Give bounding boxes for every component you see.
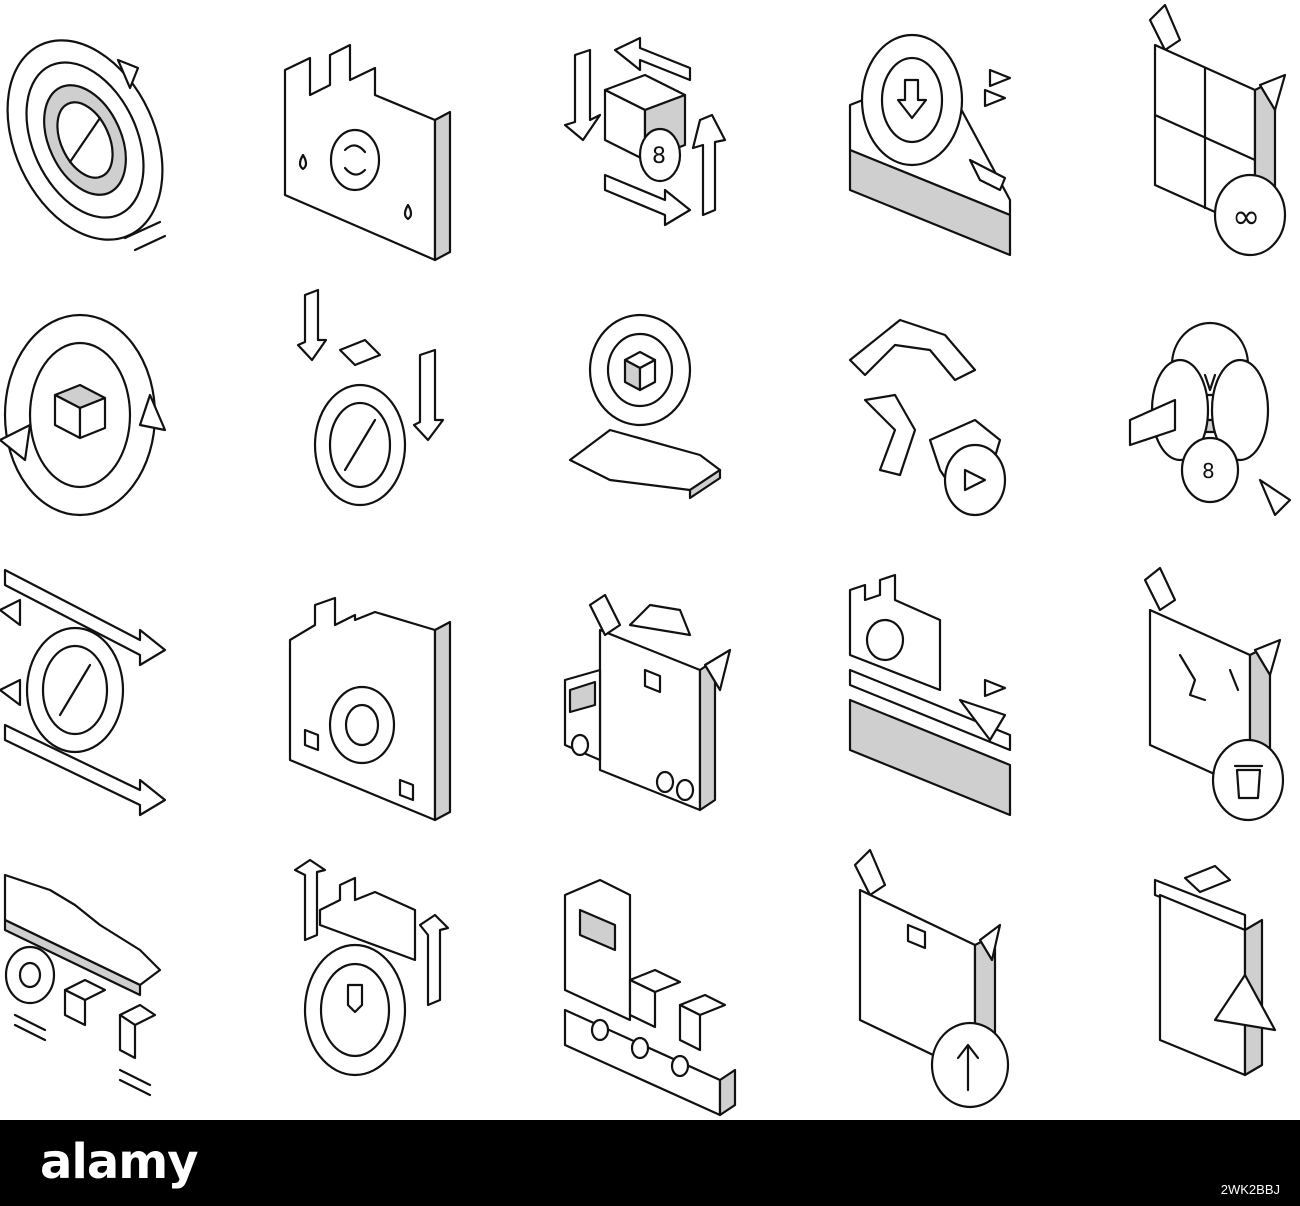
broken-box-trash-icon [1143,566,1285,822]
svg-text:∞: ∞ [1232,197,1260,237]
icon-grid: 8 ∞ [0,3,1292,1117]
svg-text:8: 8 [1202,459,1215,483]
icon-sheet: 8 ∞ [0,3,1292,1117]
alamy-logo[interactable]: alamy [40,1134,199,1190]
arrows-ring-icon [296,288,445,507]
lightbulb-infinity-icon: 8 [1128,321,1292,517]
cycle-down-arrow-icon [848,33,1012,257]
hand-box-cycle-icon [568,313,722,500]
box-cycle-ring-icon [0,313,167,517]
factory-gear-icon [288,596,452,822]
conveyor-boxes-icon [563,878,737,1117]
factory-arrows-ring-icon [293,858,450,1077]
factory-conveyor-icon [848,573,1012,817]
footer-bar: alamy 2WK2BBJ [0,1120,1300,1206]
factory-recycle-icon [283,43,452,262]
box-infinity-icon: ∞ [1148,3,1287,257]
svg-text:8: 8 [652,144,666,169]
truck-box-icon [563,593,732,812]
gear-cycle-icon [6,39,167,252]
box-upload-icon [853,848,1010,1109]
box-arrows-infinity-icon: 8 [563,36,727,227]
image-id: 2WK2BBJ [1220,1182,1280,1197]
recycle-triangle-icon [848,318,1007,517]
parallel-arrows-gear-icon [0,568,167,817]
trash-bin-recycle-icon [1153,864,1277,1077]
process-chain-icon [3,873,162,1097]
